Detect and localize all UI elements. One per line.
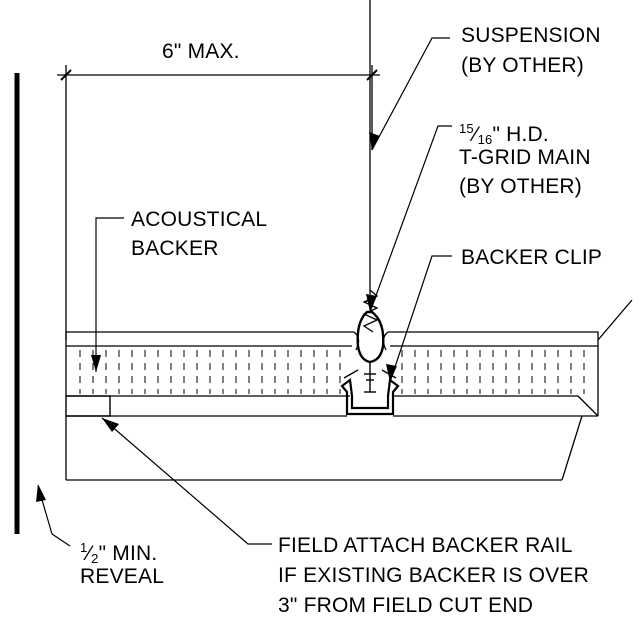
panel-cut-edge xyxy=(597,299,633,341)
leader-field-attach xyxy=(101,417,272,545)
suspension-line2: (BY OTHER) xyxy=(461,54,584,77)
leader-acoustical-backer xyxy=(95,217,124,372)
backer-clip-wing-left xyxy=(343,369,359,379)
dimension-line-6-max xyxy=(57,65,380,340)
reveal-line2: REVEAL xyxy=(80,565,165,588)
leader-tgrid xyxy=(369,125,452,313)
acoustical-panel xyxy=(65,331,599,417)
backer-clip xyxy=(340,377,400,416)
panel-core-pattern xyxy=(79,350,585,394)
field-attach-line1: FIELD ATTACH BACKER RAIL xyxy=(278,534,573,557)
leader-backer-clip xyxy=(389,255,452,383)
arrow-field-attach xyxy=(102,418,119,432)
lower-panel-edge xyxy=(65,415,598,481)
acoustical-backer-line2: BACKER xyxy=(131,237,219,260)
leader-reveal xyxy=(37,485,71,547)
dimension-label: 6" MAX. xyxy=(162,40,240,63)
tgrid-line2: T-GRID MAIN xyxy=(459,146,591,169)
arrow-suspension xyxy=(369,132,380,150)
leader-suspension xyxy=(371,37,450,151)
acoustical-backer-line1: ACOUSTICAL xyxy=(131,208,268,231)
suspension-line1: SUSPENSION xyxy=(461,24,601,47)
arrow-acoustical-backer xyxy=(91,355,101,372)
t-grid-main xyxy=(364,362,376,393)
field-attach-line2: IF EXISTING BACKER IS OVER xyxy=(278,564,589,587)
callout-backer-clip: BACKER CLIP xyxy=(461,246,603,269)
field-attach-line3: 3" FROM FIELD CUT END xyxy=(278,594,534,617)
arrow-reveal xyxy=(36,484,46,502)
hanger-eye xyxy=(356,310,385,364)
tgrid-line1: 15⁄16" H.D. xyxy=(459,121,549,147)
backer-rail xyxy=(65,395,111,417)
arrow-tgrid xyxy=(366,294,377,312)
arrow-backer-clip xyxy=(386,364,397,382)
tgrid-line3: (BY OTHER) xyxy=(459,175,582,198)
suspension-wire xyxy=(364,0,371,303)
reveal-line1: 1⁄2" MIN. xyxy=(80,540,158,566)
